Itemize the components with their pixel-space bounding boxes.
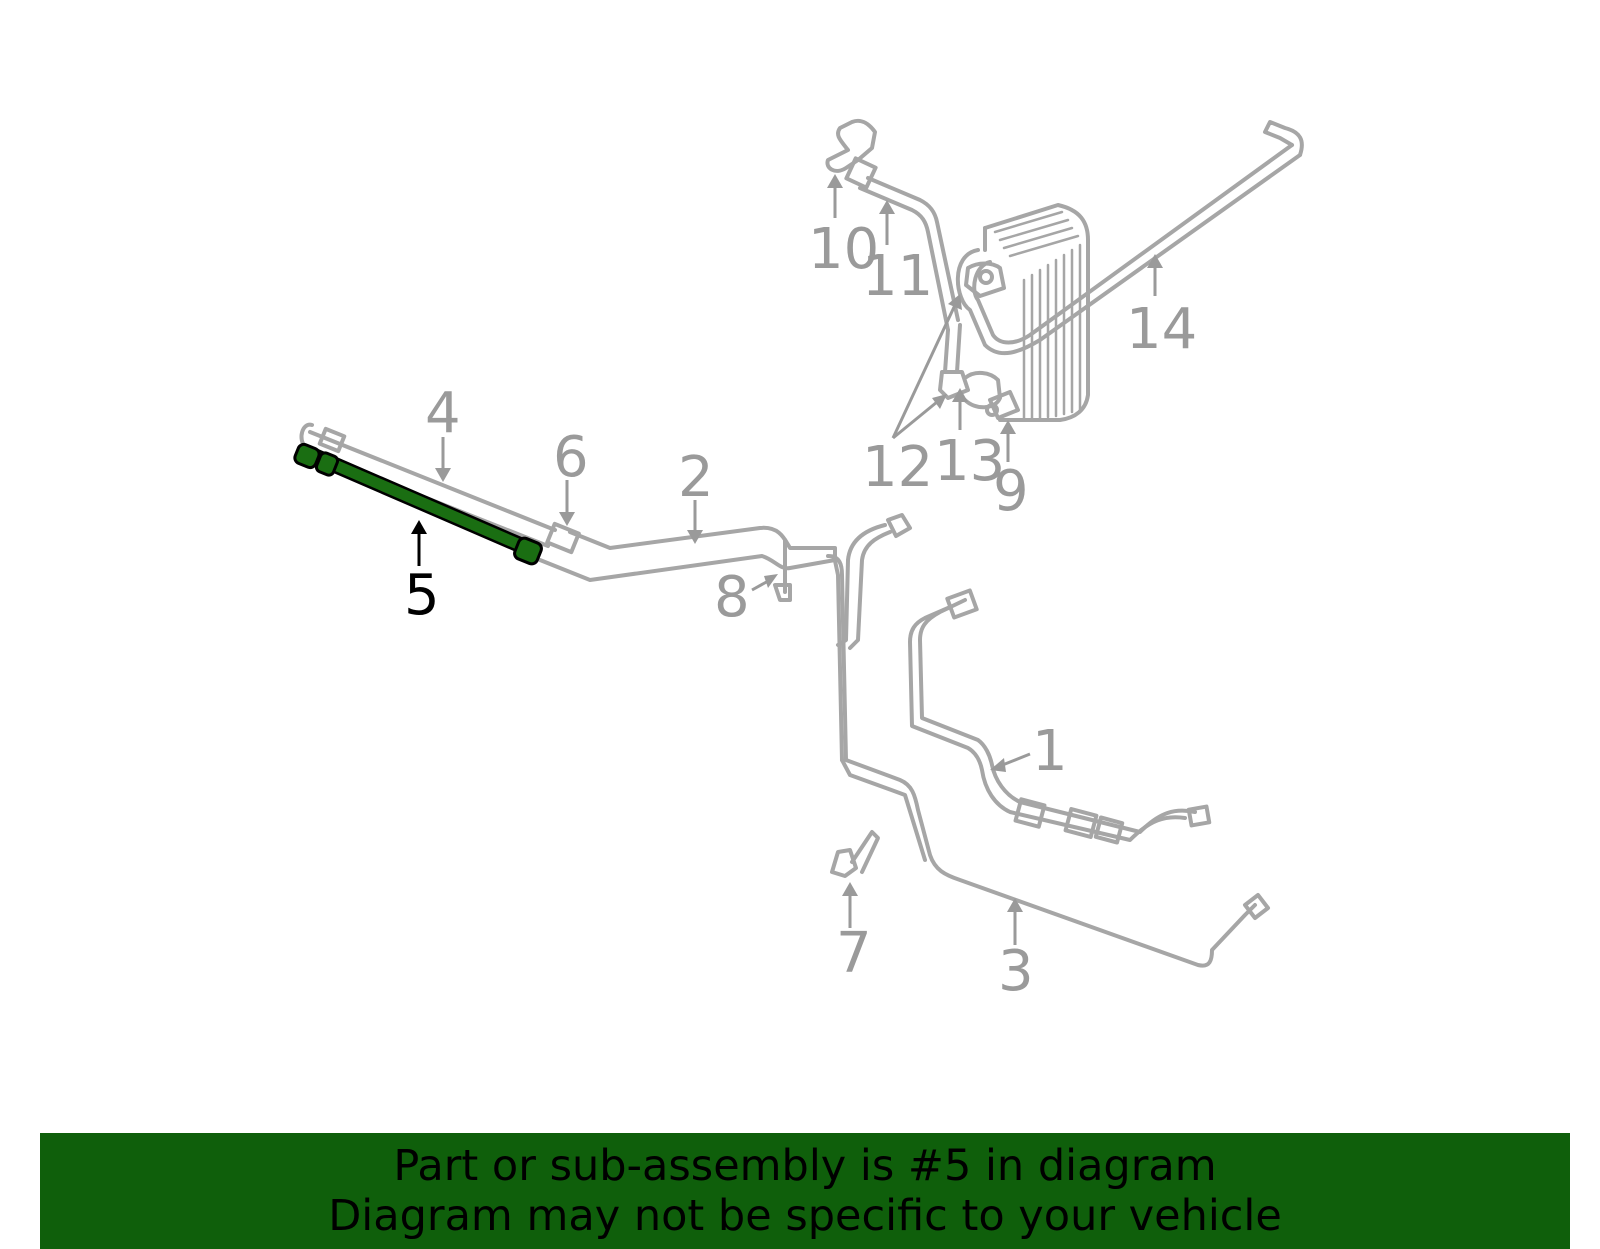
banner-line-part: Part or sub-assembly is #5 in diagram [393,1141,1217,1191]
svg-text:3: 3 [998,939,1034,1004]
svg-text:10: 10 [808,217,879,282]
part-7-clip [830,830,880,878]
callout-7: 7 [836,882,872,986]
svg-text:8: 8 [714,565,750,630]
svg-text:1: 1 [1032,719,1068,784]
callout-9: 9 [993,420,1029,524]
callout-11: 11 [862,200,933,309]
info-banner: Part or sub-assembly is #5 in diagram Di… [40,1133,1570,1249]
callout-3: 3 [998,898,1034,1004]
svg-text:2: 2 [678,445,714,510]
part-10-11-hose [825,118,962,374]
svg-text:4: 4 [425,381,461,446]
svg-text:7: 7 [836,921,872,986]
callout-2: 2 [678,445,714,544]
svg-text:9: 9 [993,459,1029,524]
part-return-line [836,513,912,650]
callout-4: 4 [425,381,461,482]
part-1-line [908,588,1212,845]
cooler-fittings [938,370,1020,420]
part-2-line [538,525,837,602]
svg-text:6: 6 [553,425,589,490]
callout-13: 13 [934,388,1005,494]
part-5-hose-highlighted [293,442,543,566]
svg-text:5: 5 [404,563,440,628]
callout-6: 6 [553,425,589,526]
oil-cooler [955,120,1304,422]
callout-5-highlighted: 5 [404,520,440,628]
svg-text:14: 14 [1126,297,1197,362]
callout-14: 14 [1126,254,1197,362]
part-3-line [826,554,1270,968]
callout-10: 10 [808,174,879,282]
svg-text:13: 13 [934,429,1005,494]
banner-line-disclaimer: Diagram may not be specific to your vehi… [328,1191,1282,1241]
callout-12: 12 [862,294,962,500]
callout-1: 1 [990,719,1068,784]
callout-8: 8 [714,565,778,630]
svg-text:11: 11 [862,244,933,309]
svg-text:12: 12 [862,435,933,500]
